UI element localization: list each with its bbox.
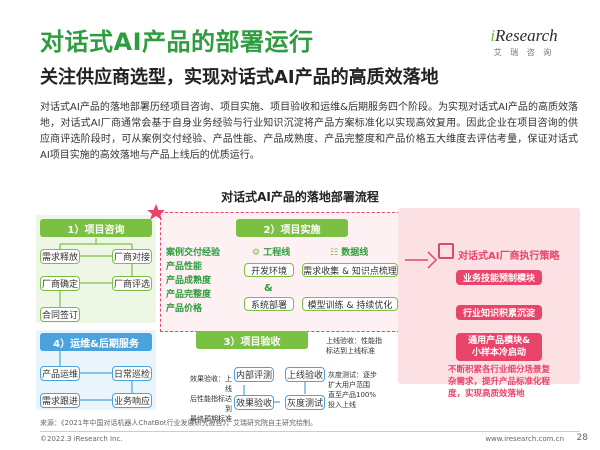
step-vendor-contact: 厂商对接 — [112, 249, 152, 264]
strategy-knowledge-accumulation: 行业知识积累沉淀 — [456, 305, 542, 320]
note-effect-accept: 效果验收：上线 后性能指标达到 最终预期标准 — [190, 375, 232, 423]
strategy-title: 对话式AI厂商执行策略 — [458, 251, 560, 262]
logo-word-rest: Research — [495, 26, 558, 45]
eng-system-deploy: 系统部署 — [244, 297, 294, 311]
step-online-accept: 上线验收 — [285, 367, 325, 382]
step-demand-followup: 需求跟进 — [40, 393, 80, 408]
step-product-ops: 产品运维 — [40, 366, 80, 381]
step-demand-release: 需求释放 — [40, 249, 80, 264]
step-business-response: 业务响应 — [112, 393, 152, 408]
engineering-line-label: ⚙ 工程线 — [252, 248, 291, 258]
step-effect-accept: 效果验收 — [234, 395, 274, 410]
eng-ampersand: & — [264, 283, 273, 294]
source-note: 来源：《2021年中国对话机器人ChatBot行业发展研究报告》，艾瑞研究院自主… — [40, 419, 318, 427]
database-icon: ☷ — [330, 248, 339, 258]
strategy-skill-module: 业务技能预制模块 — [456, 270, 542, 285]
step-daily-inspection: 日常巡检 — [112, 366, 152, 381]
strategy-general-module: 通用产品模块& 小样本冷启动 — [456, 333, 542, 361]
step-gray-test: 灰度测试 — [285, 395, 325, 410]
page-number: 28 — [576, 433, 588, 443]
body-paragraph: 对话式AI产品的落地部署历经项目咨询、项目实施、项目验收和运维&后期服务四个阶段… — [40, 102, 578, 161]
iresearch-logo: iResearch 艾 瑞 咨 询 — [484, 26, 564, 58]
stage1-header: 1）项目咨询 — [40, 219, 152, 237]
criterion-completeness: 产品完整度 — [166, 290, 212, 300]
eng-dev-environment: 开发环境 — [244, 263, 294, 277]
strategy-conclusion: 不断积累各行业细分场景复 杂需求，提升产品标准化程 度，实现高质效落地 — [448, 365, 551, 399]
data-line-label: ☷ 数据线 — [330, 248, 369, 258]
criterion-case-experience: 案例交付经验 — [166, 248, 221, 258]
data-requirement-collect: 需求收集 & 知识点梳理 — [302, 263, 398, 277]
criterion-maturity: 产品成熟度 — [166, 276, 212, 286]
stage3-header: 3）项目验收 — [196, 331, 308, 349]
step-internal-eval: 内部评测 — [234, 367, 274, 382]
note-gray-test: 灰度测试：逐步 扩大用户范围 直至产品100% 投入上线 — [328, 371, 377, 409]
step-vendor-evaluate: 厂商评选 — [112, 276, 152, 291]
page-title: 对话式AI产品的部署运行 — [40, 28, 314, 56]
stage4-header: 4）运维&后期服务 — [40, 333, 152, 351]
note-online-accept: 上线验收：性能指 标达到上线标准 — [326, 337, 382, 355]
criterion-price: 产品价格 — [166, 304, 203, 314]
criterion-performance: 产品性能 — [166, 262, 203, 272]
gear-icon: ⚙ — [252, 248, 261, 258]
flow-title: 对话式AI产品的落地部署流程 — [221, 190, 379, 204]
stage2-header: 2）项目实施 — [236, 219, 348, 237]
logo-word-i: i — [490, 26, 496, 45]
website: www.iresearch.com.cn — [485, 435, 564, 443]
data-model-training: 模型训练 & 持续优化 — [302, 297, 398, 311]
footer-divider — [40, 431, 580, 432]
logo-subtext: 艾 瑞 咨 询 — [493, 48, 555, 57]
page-subtitle: 关注供应商选型，实现对话式AI产品的高质效落地 — [40, 67, 439, 88]
step-vendor-confirm: 厂商确定 — [40, 276, 80, 291]
evaluation-criteria-list: 案例交付经验 产品性能 产品成熟度 产品完整度 产品价格 — [166, 246, 220, 316]
strategy-icon — [438, 243, 454, 259]
copyright: ©2022.3 iResearch Inc. — [40, 435, 123, 443]
step-contract-sign: 合同签订 — [40, 307, 80, 322]
